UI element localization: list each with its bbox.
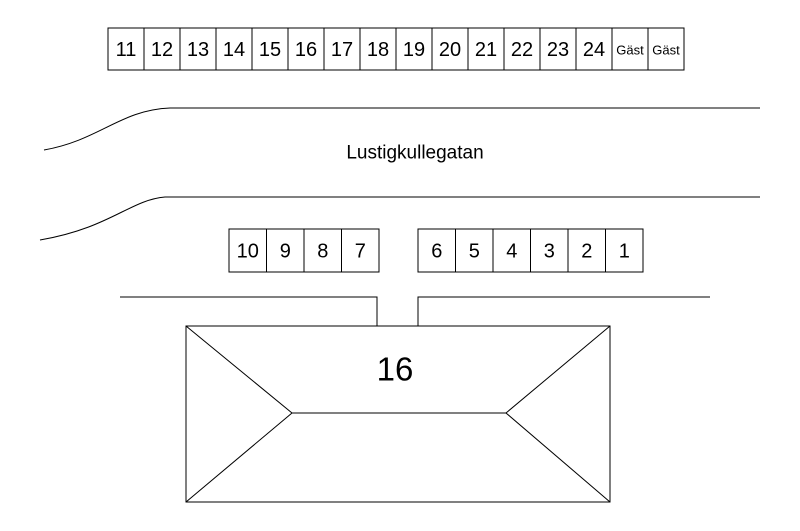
parking-stall-number: 23 [547,39,569,61]
parking-stall-box [303,228,342,273]
parking-stall-number: 18 [367,39,389,61]
parking-stall: 18 [359,27,397,71]
parking-stall: 15 [251,27,289,71]
parking-stall-number: 8 [317,241,328,263]
building: 16 [185,325,611,503]
parking-stall-number: Gäst [652,43,680,58]
parking-stall-box [605,228,644,273]
parking-stall-number: 22 [511,39,533,61]
parking-stall-box [530,228,569,273]
parking-stall-number: 10 [237,241,259,263]
parking-stall-number: Gäst [616,43,644,58]
parking-stall: 3 [530,228,569,273]
parking-stall-box [107,27,145,71]
parking-stall-box [492,228,531,273]
parking-stall-box [539,27,577,71]
parking-stall-number: 16 [295,39,317,61]
building-outline [185,325,611,503]
parking-stall-number: 5 [469,241,480,263]
parking-stall-number: 21 [475,39,497,61]
parking-stall-box [179,27,217,71]
parking-stall-box [228,228,267,273]
parking-row-top: 11 12 13 14 15 16 17 18 19 20 21 22 23 24 Gäst Gäst [107,27,685,71]
parking-stall-number: 20 [439,39,461,61]
parking-stall-number: 7 [355,241,366,263]
street-name: Lustigkullegatan [346,143,483,164]
street-edge-north [43,107,760,151]
parking-stall: 21 [467,27,505,71]
parking-stall: 5 [455,228,494,273]
parking-stall-number: 13 [187,39,209,61]
parking-stall-box [359,27,397,71]
parking-stall: 2 [567,228,606,273]
parking-stall: 14 [215,27,253,71]
parking-stall-box [287,27,325,71]
parking-stall-box [341,228,380,273]
parking-stall-number: 17 [331,39,353,61]
parking-stall: 11 [107,27,145,71]
parking-stall: 7 [341,228,380,273]
parking-stall-number: 6 [431,241,442,263]
parking-stall-number: 9 [280,241,291,263]
parking-stall-box [503,27,541,71]
parking-stall-number: 19 [403,39,425,61]
parking-stall: 12 [143,27,181,71]
parking-stall: 4 [492,228,531,273]
parking-stall: 17 [323,27,361,71]
parking-stall-box [647,27,685,71]
parking-stall: 10 [228,228,267,273]
street-edge-south [39,196,760,241]
parking-stall-number: 1 [619,241,630,263]
parking-stall: 24 [575,27,613,71]
parking-stall: 23 [539,27,577,71]
parking-stall-number: 4 [506,241,517,263]
parking-stall: 1 [605,228,644,273]
parking-stall: 20 [431,27,469,71]
parking-stall-box [143,27,181,71]
parking-stall-box [395,27,433,71]
parking-stall: 6 [417,228,456,273]
parking-stall-box [251,27,289,71]
parking-stall: 13 [179,27,217,71]
parking-stall-number: 12 [151,39,173,61]
parking-stall-box [575,27,613,71]
parking-stall: 8 [303,228,342,273]
parking-stall-box [417,228,456,273]
parking-stall: 16 [287,27,325,71]
parking-row-front-left: 10 9 8 7 [228,228,380,273]
parking-stall: Gäst [647,27,685,71]
building-number: 16 [377,351,414,388]
parking-stall: 22 [503,27,541,71]
parking-stall: Gäst [611,27,649,71]
parking-stall-box [266,228,305,273]
parking-stall-number: 3 [544,241,555,263]
parking-stall-number: 2 [581,241,592,263]
parking-stall-number: 14 [223,39,245,61]
parking-stall-box [431,27,469,71]
parking-stall-number: 15 [259,39,281,61]
parking-stall: 19 [395,27,433,71]
walkway-right [417,296,710,326]
parking-stall-number: 11 [116,39,137,61]
walkway-left [120,296,378,326]
parking-stall-number: 24 [583,39,605,61]
parking-row-front-right: 6 5 4 3 2 1 [417,228,644,273]
parking-stall: 9 [266,228,305,273]
parking-stall-box [323,27,361,71]
